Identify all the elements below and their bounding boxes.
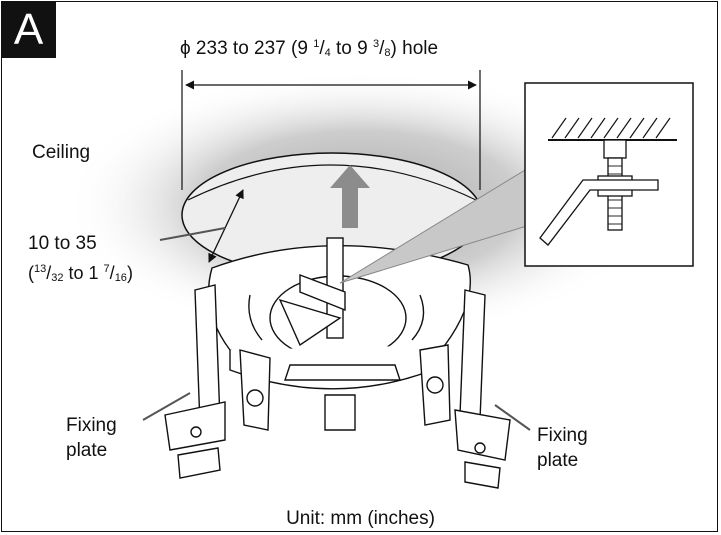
phi-symbol: ϕ (180, 38, 191, 59)
fixing-plate-left-line1: Fixing (66, 415, 117, 436)
hole-dimension-line (181, 70, 481, 190)
fixing-plate-right-line2: plate (537, 450, 579, 471)
panel-badge: A (1, 1, 56, 58)
detail-callout (339, 82, 694, 284)
fixing-plate-right-line1: Fixing (537, 425, 588, 446)
fixing-plate-left-line2: plate (66, 440, 108, 461)
hole-diameter-label: ϕ 233 to 237 (9 1/4 to 9 3/8) hole (180, 38, 439, 59)
fixing-left-leader (142, 392, 191, 421)
fixing-right-leader (494, 404, 531, 431)
depth-inch-label: (13/32 to 1 7/16) (28, 263, 133, 284)
depth-mm-label: 10 to 35 (28, 233, 97, 254)
up-arrow (330, 165, 370, 228)
unit-caption: Unit: mm (inches) (286, 508, 435, 529)
ceiling-label: Ceiling (32, 142, 91, 163)
depth-arrow (208, 189, 244, 263)
mounting-bracket (164, 237, 511, 489)
depth-leader (159, 227, 226, 241)
